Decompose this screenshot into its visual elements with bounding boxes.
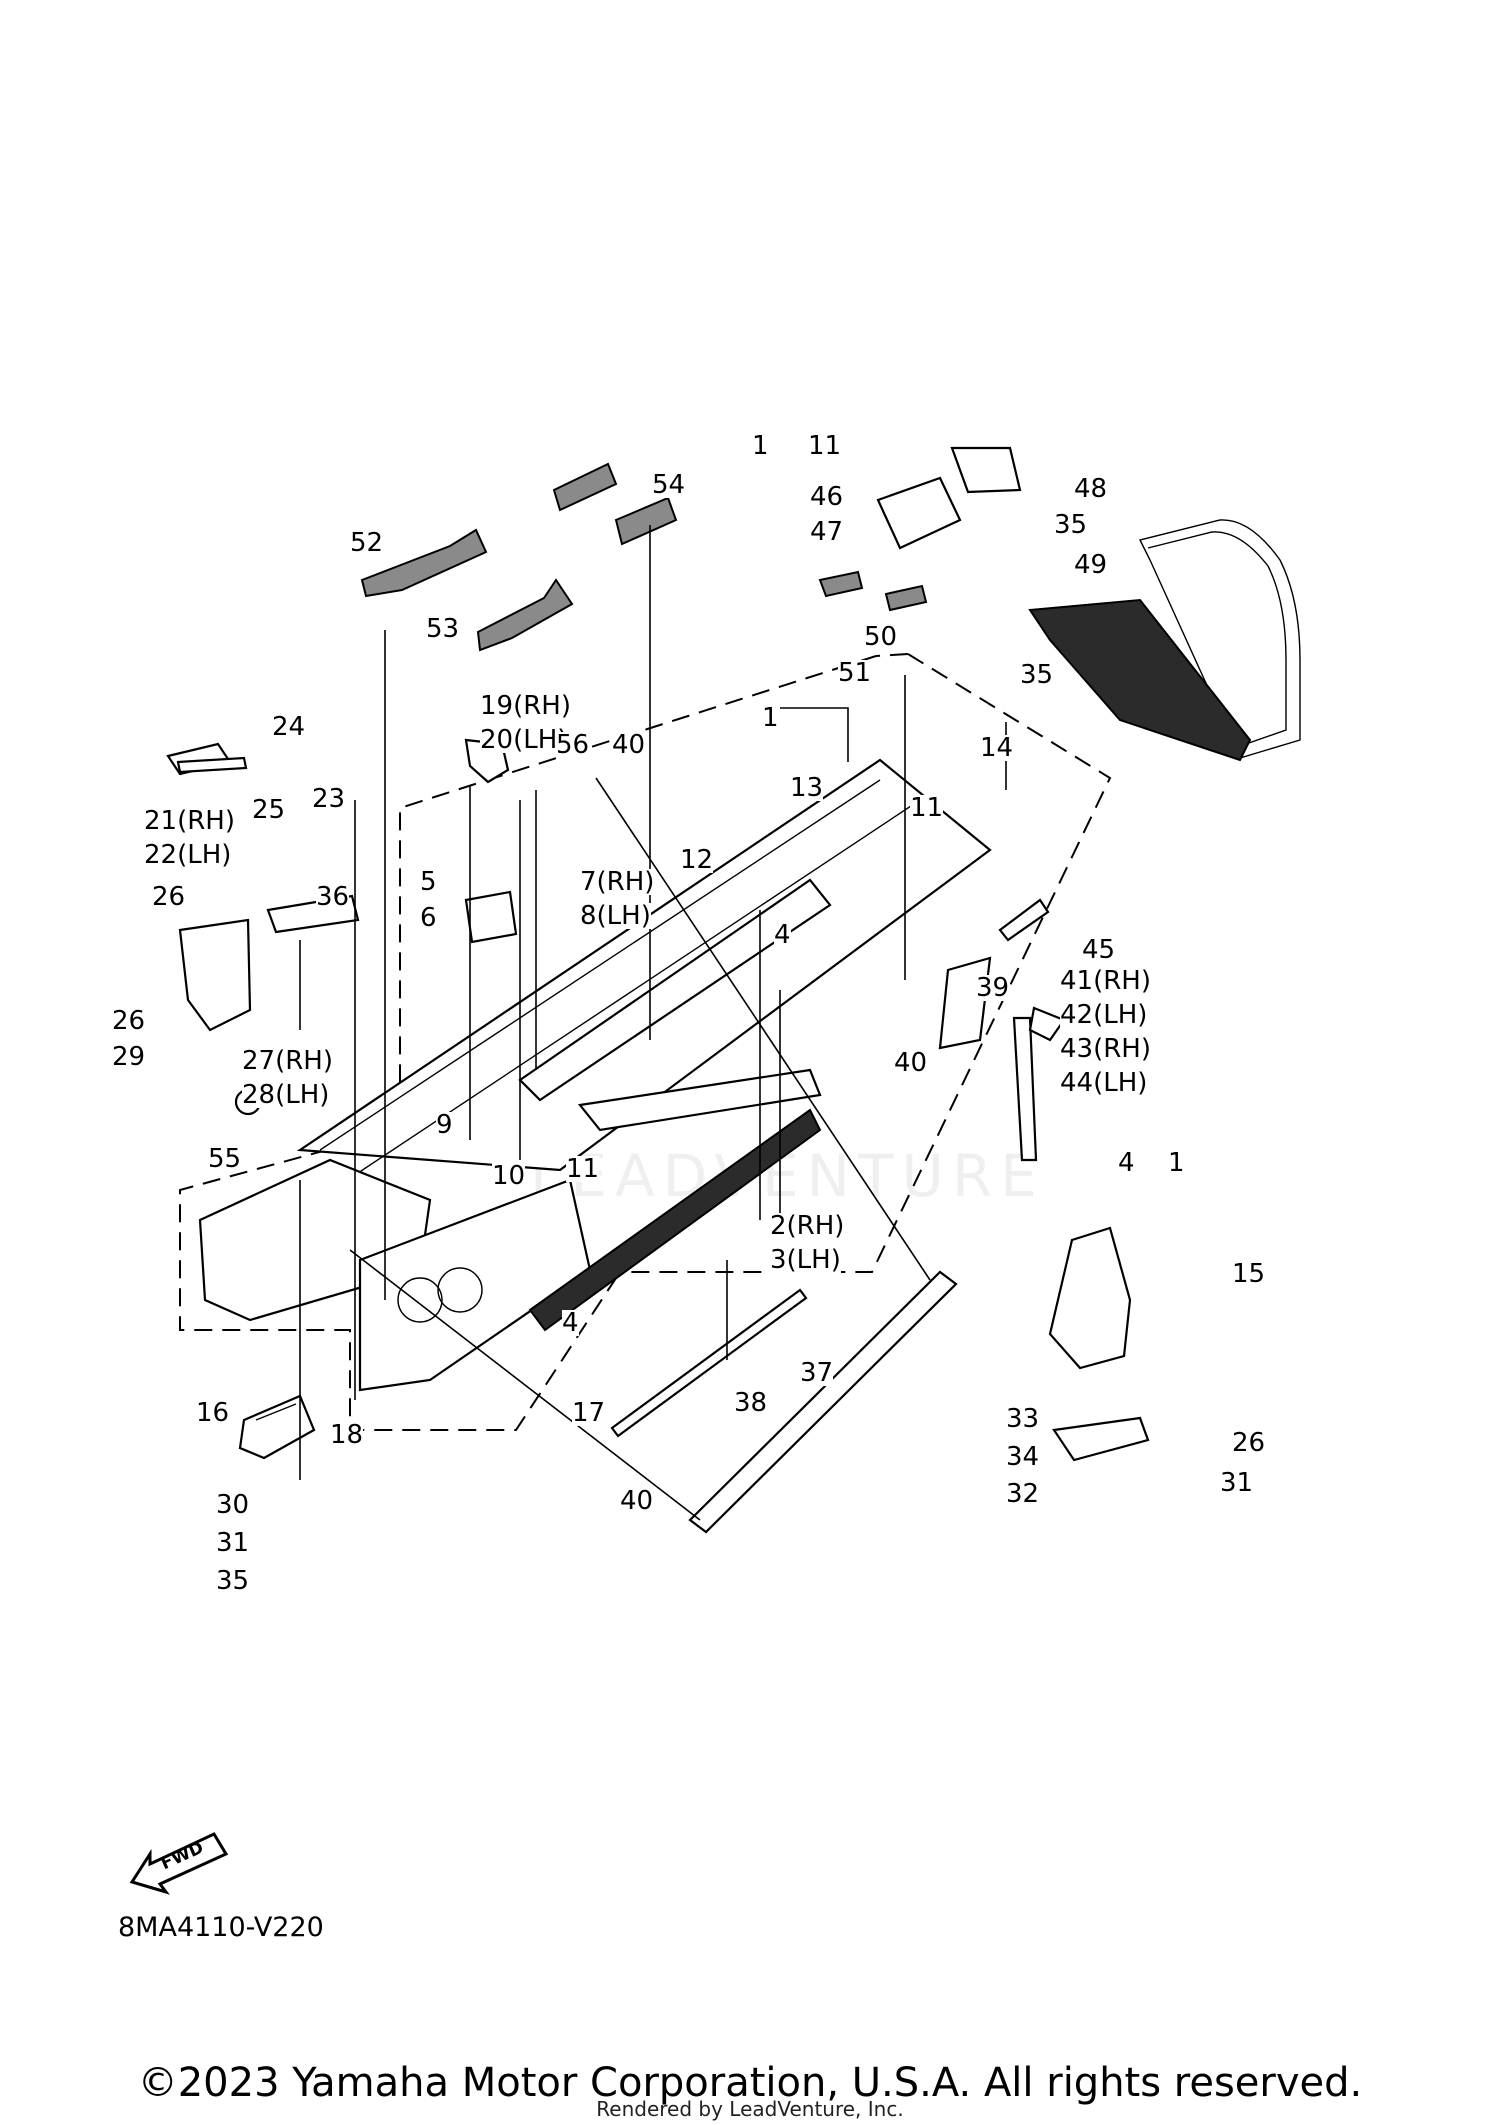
callout-c50: 50 (864, 622, 898, 652)
callout-c28: 28(LH) (242, 1080, 330, 1110)
callout-c1b: 1 (762, 703, 779, 733)
rail (610, 1288, 808, 1438)
grab-handle (876, 446, 1022, 550)
rendered-by: Rendered by LeadVenture, Inc. (596, 2097, 904, 2121)
callout-c45: 45 (1082, 935, 1116, 965)
callout-c26a: 26 (152, 882, 186, 912)
side-plate (198, 1158, 592, 1392)
callout-c52: 52 (350, 528, 384, 558)
callout-c4c: 4 (562, 1308, 579, 1338)
callout-c16: 16 (196, 1398, 230, 1428)
callout-c55: 55 (208, 1144, 242, 1174)
callout-c35a: 35 (1054, 510, 1088, 540)
callout-c2: 2(RH) (770, 1211, 845, 1241)
callout-c49: 49 (1074, 550, 1108, 580)
callout-c1c: 1 (1168, 1148, 1185, 1178)
pads (360, 462, 928, 652)
callout-c27: 27(RH) (242, 1046, 333, 1076)
callout-c33: 33 (1006, 1404, 1040, 1434)
callout-c11c: 11 (566, 1154, 600, 1184)
callout-c44: 44(LH) (1060, 1068, 1148, 1098)
callout-c34: 34 (1006, 1442, 1040, 1472)
callout-c23: 23 (312, 784, 346, 814)
callout-c46: 46 (810, 482, 844, 512)
callout-c18: 18 (330, 1420, 364, 1450)
callout-c41: 41(RH) (1060, 966, 1151, 996)
callout-c24: 24 (272, 712, 306, 742)
callout-c31b: 31 (1220, 1468, 1254, 1498)
callout-c26c: 26 (1232, 1428, 1266, 1458)
callout-c5: 5 (420, 867, 437, 897)
callout-c40a: 40 (612, 730, 646, 760)
callout-c15: 15 (1232, 1259, 1266, 1289)
callout-c47: 47 (810, 517, 844, 547)
callout-c37: 37 (800, 1358, 834, 1388)
callout-c42: 42(LH) (1060, 1000, 1148, 1030)
callout-c32: 32 (1006, 1479, 1040, 1509)
footrest (1012, 1016, 1150, 1462)
callout-c54: 54 (652, 470, 686, 500)
callout-c25: 25 (252, 795, 286, 825)
tunnel-frame (296, 758, 992, 1176)
callout-c10: 10 (492, 1161, 526, 1191)
callout-c31a: 31 (216, 1528, 250, 1558)
callout-c26b: 26 (112, 1006, 146, 1036)
callout-c30: 30 (216, 1490, 250, 1520)
callout-c35b: 35 (1020, 660, 1054, 690)
callout-c20: 20(LH) (480, 725, 568, 755)
callout-c48: 48 (1074, 474, 1108, 504)
callout-c43: 43(RH) (1060, 1034, 1151, 1064)
callout-c35c: 35 (216, 1566, 250, 1596)
lower-left-parts (238, 1394, 316, 1460)
callout-c12: 12 (680, 845, 714, 875)
callout-c6: 6 (420, 903, 437, 933)
callout-c22: 22(LH) (144, 840, 232, 870)
callout-c53: 53 (426, 614, 460, 644)
fwd-arrow-icon: FWD (128, 1820, 232, 1900)
diagram-code: 8MA4110-V220 (118, 1912, 324, 1943)
callout-c17: 17 (572, 1398, 606, 1428)
callout-c39: 39 (976, 973, 1010, 1003)
callout-c19: 19(RH) (480, 691, 571, 721)
snow-flap (1028, 598, 1252, 762)
callout-c56: 56 (556, 730, 590, 760)
callout-c7: 7(RH) (580, 867, 655, 897)
callout-c51: 51 (838, 658, 872, 688)
callout-c40b: 40 (894, 1048, 928, 1078)
callout-c29: 29 (112, 1042, 146, 1072)
assembly-outline (179, 653, 1112, 1431)
callout-c9: 9 (436, 1110, 453, 1140)
copyright-notice: ©2023 Yamaha Motor Corporation, U.S.A. A… (137, 2060, 1363, 2106)
callout-c40c: 40 (620, 1486, 654, 1516)
rear-bumper (1138, 519, 1301, 759)
callout-c11a: 11 (808, 431, 842, 461)
callout-c1a: 1 (752, 431, 769, 461)
callout-c21: 21(RH) (144, 806, 235, 836)
callout-c14: 14 (980, 733, 1014, 763)
left-bracket (166, 742, 360, 1116)
callout-c4a: 4 (774, 920, 791, 950)
callout-c13: 13 (790, 773, 824, 803)
leader-lines (299, 525, 1007, 1521)
rear-axle (688, 1270, 958, 1534)
callout-c4b: 4 (1118, 1148, 1135, 1178)
callout-c38: 38 (734, 1388, 768, 1418)
callout-c3: 3(LH) (770, 1245, 841, 1275)
callout-c8: 8(LH) (580, 901, 651, 931)
callout-c36: 36 (316, 882, 350, 912)
callout-c11b: 11 (910, 793, 944, 823)
